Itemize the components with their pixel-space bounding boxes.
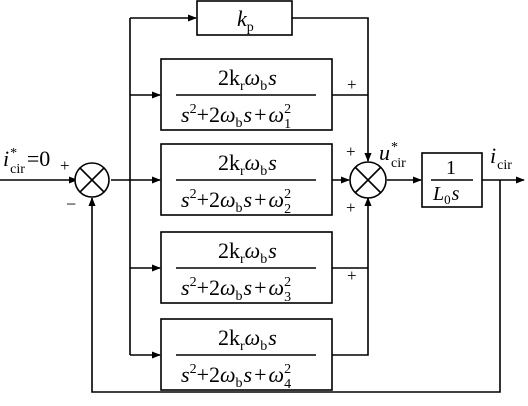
input-label: i*cir=0 xyxy=(3,146,50,177)
summing-junction-2 xyxy=(349,161,387,199)
reference-label: u*cir xyxy=(379,140,406,171)
res4-out-line xyxy=(332,197,372,356)
resonant-numerator: 2krωbs xyxy=(218,238,277,267)
resonant-numerator: 2krωbs xyxy=(218,150,277,179)
kp-block xyxy=(196,0,293,36)
summing-junction-1 xyxy=(74,162,110,198)
output-label: icir xyxy=(490,143,512,173)
plant-block: 1 L0s xyxy=(421,152,483,208)
sum2-sign-4: + xyxy=(347,266,357,285)
plant-denominator: L0s xyxy=(432,183,460,207)
kp-out-line xyxy=(292,17,372,162)
sum2-sign-3: + xyxy=(346,198,356,217)
sum1-minus-sign: − xyxy=(66,194,76,214)
sum1-plus-sign: + xyxy=(60,156,70,175)
resonant-numerator: 2krωbs xyxy=(218,65,277,94)
resonant-numerator: 2krωbs xyxy=(218,325,277,354)
kp-label: kp xyxy=(237,6,254,35)
sum2-sign-1: + xyxy=(347,75,357,94)
sum2-sign-2: + xyxy=(346,142,356,161)
feedback-line xyxy=(88,180,501,393)
signal-lines xyxy=(0,14,525,393)
plant-numerator: 1 xyxy=(446,157,456,179)
